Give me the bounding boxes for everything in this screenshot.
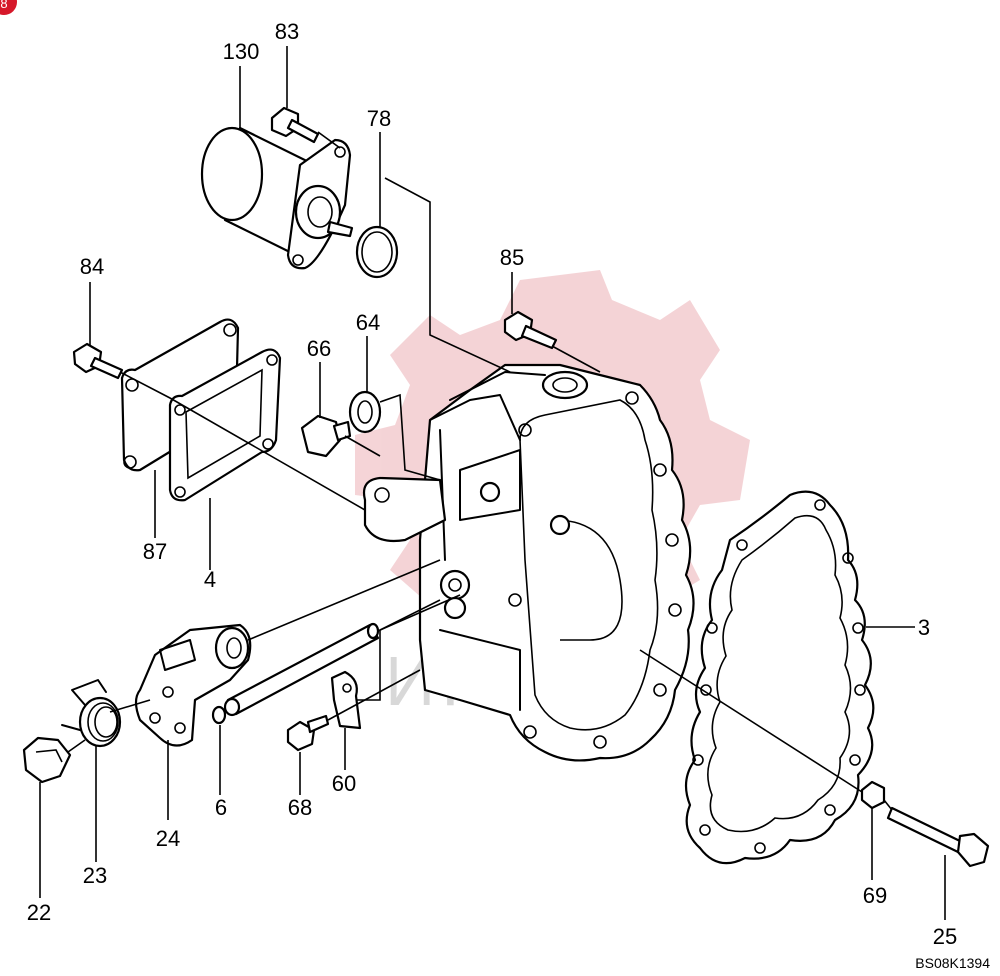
callout-64: 64	[356, 310, 380, 335]
callout-labels: 130 83 78 84 85 64 66 87 4 3 24 6 68 60 …	[27, 19, 957, 949]
gasket-3	[684, 490, 875, 865]
solenoid-130	[200, 126, 354, 270]
bolt-68	[286, 714, 330, 752]
callout-4: 4	[204, 567, 216, 592]
callout-23: 23	[83, 863, 107, 888]
callout-130: 130	[223, 39, 260, 64]
svg-text:8: 8	[0, 0, 7, 11]
callout-85: 85	[500, 245, 524, 270]
callout-69: 69	[863, 883, 887, 908]
shaft	[223, 622, 380, 717]
callout-22: 22	[27, 900, 51, 925]
spring-23	[61, 679, 122, 748]
callout-83: 83	[275, 19, 299, 44]
callout-84: 84	[80, 254, 104, 279]
callout-66: 66	[307, 336, 331, 361]
governor-housing	[362, 363, 695, 762]
washer-64	[348, 390, 382, 434]
callout-78: 78	[367, 106, 391, 131]
nut-69	[860, 780, 886, 810]
callout-6: 6	[215, 795, 227, 820]
corner-badge: 8	[0, 0, 17, 15]
bolt-25	[886, 806, 990, 868]
clip-60	[330, 670, 362, 730]
gasket-4	[168, 348, 282, 502]
o-ring-78	[355, 225, 399, 279]
bolt-85	[503, 310, 558, 350]
callout-24: 24	[156, 826, 180, 851]
drawing-code: BS08K1394	[915, 955, 990, 971]
callout-3: 3	[918, 615, 930, 640]
callout-68: 68	[288, 795, 312, 820]
callout-60: 60	[332, 771, 356, 796]
callout-87: 87	[143, 539, 167, 564]
callout-25: 25	[933, 924, 957, 949]
plug-22	[22, 736, 72, 784]
leader-lines	[39, 46, 946, 920]
ring-6	[211, 705, 227, 725]
bolt-83	[270, 106, 320, 144]
plug-66	[300, 414, 352, 458]
bolt-84	[72, 342, 124, 380]
lever-24	[134, 623, 252, 747]
